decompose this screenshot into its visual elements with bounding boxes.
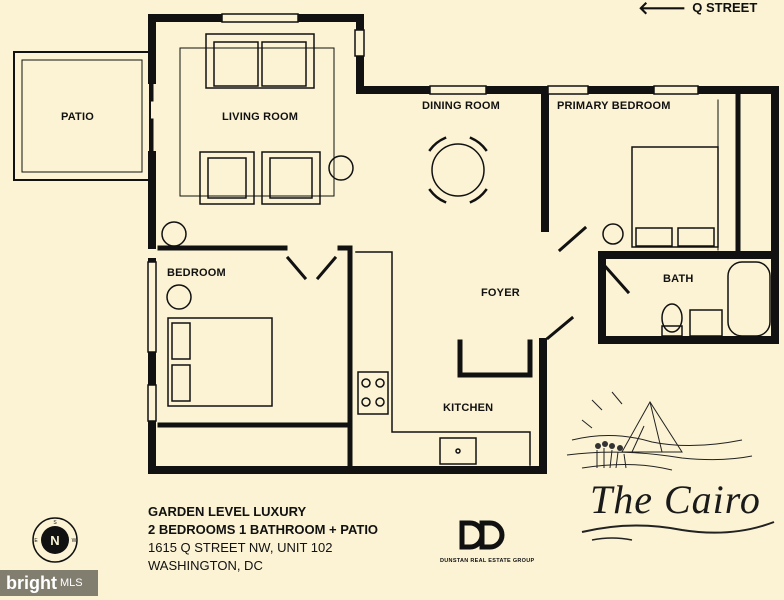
arrow-left-icon: 🡐 [638,0,687,18]
listing-city: WASHINGTON, DC [148,558,263,573]
patio-outline [13,51,151,181]
room-label-foyer: FOYER [481,287,520,299]
interior-walls [157,92,741,468]
listing-info: GARDEN LEVEL LUXURY 2 BEDROOMS 1 BATHROO… [148,503,378,575]
mls-label: MLS [60,577,83,589]
pyramid-illustration [566,391,775,541]
listing-headline: GARDEN LEVEL LUXURY [148,504,307,519]
dining-table [428,136,488,204]
bright-label: bright [6,572,57,593]
compass-w: W [72,538,77,544]
compass-icon: N S E W [32,517,78,563]
room-label-patio: PATIO [61,111,94,123]
living-rug [179,47,335,197]
kitchen-counters [355,251,531,466]
dd-monogram-icon [459,520,505,550]
compass-n: N [50,533,59,548]
bedroom-bed [167,317,273,407]
compass-s: S [53,520,57,526]
primary-bed [631,146,719,248]
lamps [161,155,624,310]
room-label-bedroom: BEDROOM [167,267,226,279]
room-label-kitchen: KITCHEN [443,402,494,414]
agent-name: DUNSTAN REAL ESTATE GROUP [440,558,535,564]
room-label-bath: BATH [663,273,694,285]
street-label: Q STREET [692,0,758,15]
bath-fixtures [661,261,771,337]
agent-logo: DUNSTAN REAL ESTATE GROUP [440,520,535,564]
patio-inner-outline [21,59,143,173]
bright-mls-watermark: bright MLS [0,570,98,596]
compass-e: E [34,538,38,544]
room-label-primary-bedroom: PRIMARY BEDROOM [557,100,671,112]
street-indicator: 🡐 Q STREET [638,0,758,18]
armchairs [199,151,321,205]
room-label-dining-room: DINING ROOM [422,100,500,112]
sofa [205,33,315,89]
windows [147,13,699,422]
door-swings [285,225,631,341]
listing-address: 1615 Q STREET NW, UNIT 102 [148,540,333,555]
brand-logo-text: The Cairo [590,477,761,522]
room-label-living-room: LIVING ROOM [222,111,299,123]
listing-rooms-summary: 2 BEDROOMS 1 BATHROOM + PATIO [148,522,379,537]
